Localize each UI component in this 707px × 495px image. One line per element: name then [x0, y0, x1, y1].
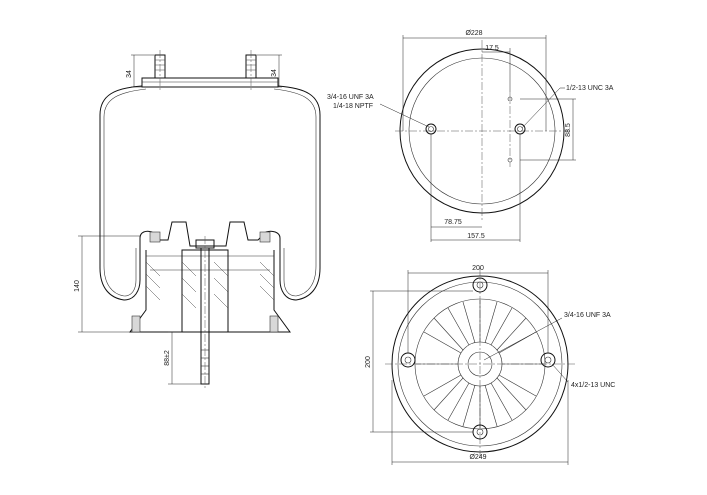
dim-top-diameter: Ø228: [465, 30, 482, 37]
dim-side-34-right: 34: [271, 69, 278, 77]
dim-top-large: 157.5: [467, 233, 485, 240]
dim-side-140: 140: [74, 280, 81, 292]
dim-side-34-left: 34: [126, 70, 133, 78]
dim-bottom-diameter: Ø249: [469, 454, 486, 461]
bottom-view: 200 200 3/4-16 UNF 3A 4x1/2-13 UNC Ø249: [365, 265, 615, 465]
dim-top-vertical: 88.5: [565, 123, 572, 137]
piston-body: [129, 250, 291, 333]
callout-bottom-thread-a: 3/4-16 UNF 3A: [564, 312, 611, 319]
top-hole-right: [514, 123, 526, 135]
bottom-lug-top: [472, 277, 488, 293]
callout-top-thread-right: 1/2-13 UNC 3A: [566, 85, 614, 92]
callout-bottom-thread-b: 4x1/2-13 UNC: [571, 382, 615, 389]
dim-bottom-height: 200: [365, 356, 372, 368]
dim-side-88: 88±2: [164, 350, 171, 366]
top-hole-left: [425, 123, 437, 135]
piston-hatch: [145, 261, 275, 301]
dim-bottom-width: 200: [472, 265, 484, 272]
bellows-outer: [99, 85, 143, 301]
dim-top-small: 78.75: [444, 219, 462, 226]
bottom-ribs: [416, 300, 544, 428]
callout-top-thread-left-1: 3/4-16 UNF 3A: [327, 94, 374, 101]
piston-crown: [139, 221, 281, 248]
dim-top-offset: 17.5: [485, 45, 499, 52]
top-plate: [141, 77, 279, 88]
callout-top-thread-left-2: 1/4-18 NPTF: [333, 103, 373, 110]
side-view: 34 34 140 88±2: [74, 50, 321, 388]
center-column: [181, 249, 229, 333]
bottom-lug-left: [400, 352, 416, 368]
top-view: Ø228 17.5 88.5 1/2-13 UNC 3A 3/4-16 UNF …: [327, 30, 614, 242]
